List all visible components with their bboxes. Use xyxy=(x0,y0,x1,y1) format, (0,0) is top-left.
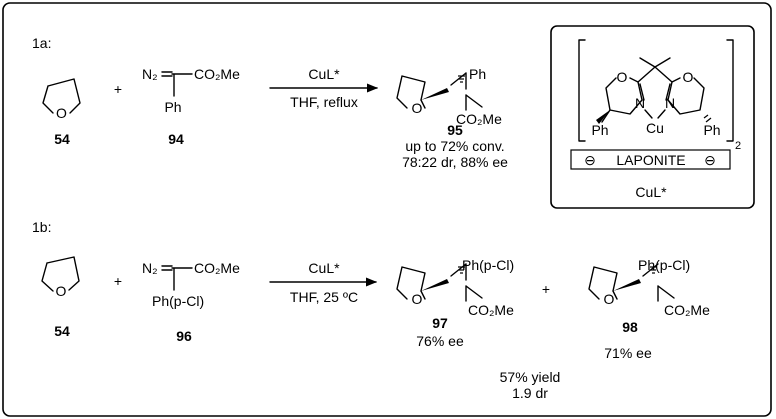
product2-oxygen: O xyxy=(604,291,615,307)
catalyst-box xyxy=(550,25,755,209)
product-structure-98: O Ph(p-Cl) CO₂Me xyxy=(588,257,710,318)
thf-structure-a: O xyxy=(42,78,81,121)
thf-oxygen-a: O xyxy=(56,105,67,121)
aryl-right: Ph xyxy=(703,122,720,138)
compound-54-label-b: 54 xyxy=(54,323,70,339)
product-aryl-a: Ph xyxy=(469,66,486,82)
product1-ester: CO₂Me xyxy=(468,302,514,318)
conditions-a: THF, reflux xyxy=(290,94,358,110)
product-oxygen-a: O xyxy=(412,100,423,116)
plus-sign-products: + xyxy=(542,281,550,297)
nitrogen-right: N xyxy=(665,95,675,111)
minus-symbol-left: ⊖ xyxy=(584,152,596,168)
laponite-label: LAPONITE xyxy=(616,152,685,168)
diazo-ester-a: CO₂Me xyxy=(194,66,240,82)
plus-sign-b: + xyxy=(114,273,122,289)
catalyst-subscript: 2 xyxy=(735,140,741,152)
diazo-structure-96: N₂ CO₂Me Ph(p-Cl) xyxy=(142,260,240,309)
thf-structure-b: O xyxy=(41,256,80,299)
product1-aryl: Ph(p-Cl) xyxy=(462,257,514,273)
combined-dr: 1.9 dr xyxy=(512,385,548,401)
compound-94-label: 94 xyxy=(168,131,184,147)
result-a-line2: 78:22 dr, 88% ee xyxy=(402,154,508,170)
reagent-b: CuL* xyxy=(308,260,340,276)
catalyst-structure: 2 O N O N Cu Ph Ph ⊖ LAPONITE ⊖ xyxy=(570,39,741,170)
compound-96-label: 96 xyxy=(176,328,192,344)
product1-oxygen: O xyxy=(412,291,423,307)
combined-yield: 57% yield xyxy=(500,369,561,385)
diazo-ester-b: CO₂Me xyxy=(194,260,240,276)
compound-54-label-a: 54 xyxy=(54,131,70,147)
compound-97-label: 97 xyxy=(432,315,448,331)
oxazoline-oxygen-right: O xyxy=(683,69,694,85)
reagent-a: CuL* xyxy=(308,66,340,82)
laponite-support xyxy=(570,149,731,170)
nitrogen-left: N xyxy=(635,95,645,111)
diazo-n2-a: N₂ xyxy=(142,66,158,82)
product1-ee: 76% ee xyxy=(416,333,464,349)
product2-aryl: Ph(p-Cl) xyxy=(638,257,690,273)
plus-sign-a: + xyxy=(114,81,122,97)
compound-95-label: 95 xyxy=(447,122,463,138)
product-ester-a: CO₂Me xyxy=(456,111,502,127)
product-structure-95: O Ph CO₂Me xyxy=(396,66,502,127)
product2-ester: CO₂Me xyxy=(664,302,710,318)
catalyst-caption: CuL* xyxy=(635,184,667,200)
conditions-b: THF, 25 ºC xyxy=(290,289,358,305)
product2-ee: 71% ee xyxy=(604,345,652,361)
minus-symbol-right: ⊖ xyxy=(704,152,716,168)
part-a-label: 1a: xyxy=(32,35,51,51)
aryl-left: Ph xyxy=(591,122,608,138)
diazo-n2-b: N₂ xyxy=(142,260,158,276)
compound-98-label: 98 xyxy=(622,319,638,335)
thf-oxygen-b: O xyxy=(56,283,67,299)
result-a-line1: up to 72% conv. xyxy=(405,138,504,154)
oxazoline-oxygen-left: O xyxy=(617,69,628,85)
copper-center: Cu xyxy=(646,120,664,136)
diazo-structure-94: N₂ CO₂Me Ph xyxy=(142,66,240,115)
part-b-label: 1b: xyxy=(32,219,51,235)
product-structure-97: O Ph(p-Cl) CO₂Me xyxy=(396,257,514,318)
diazo-aryl-a: Ph xyxy=(164,99,181,115)
diazo-aryl-b: Ph(p-Cl) xyxy=(152,293,204,309)
